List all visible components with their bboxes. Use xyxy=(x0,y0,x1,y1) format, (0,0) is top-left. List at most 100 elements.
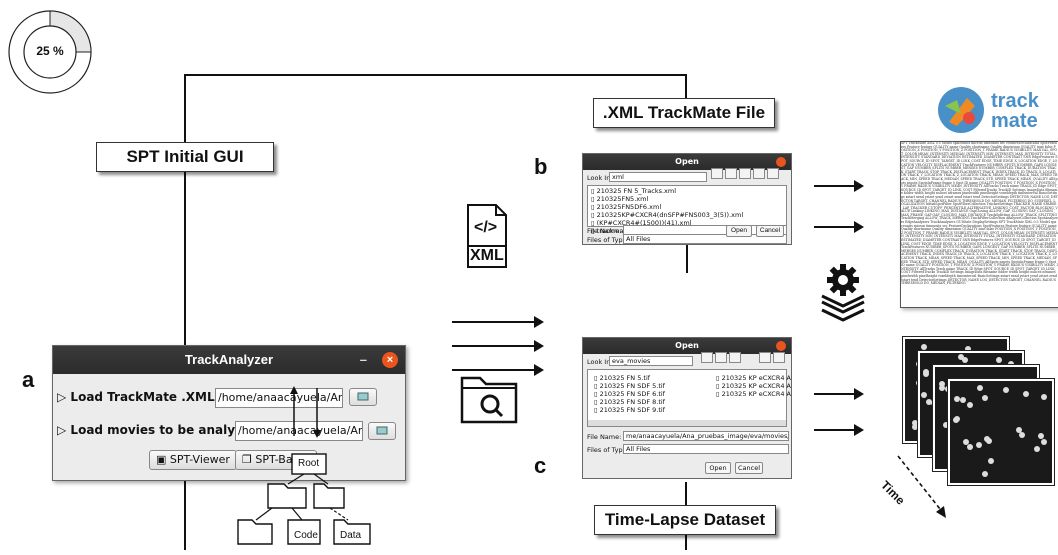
file-icon xyxy=(467,204,507,268)
file-item[interactable]: ▯ 210325FN5.xml xyxy=(591,195,649,203)
file-item[interactable]: ▯ 210325FN5DF6.xml xyxy=(591,203,662,211)
browse-xml-button[interactable] xyxy=(349,388,377,406)
cell-spot xyxy=(976,442,983,449)
cell-spot xyxy=(920,392,927,399)
cell-spot xyxy=(1041,393,1048,400)
cell-spot xyxy=(982,395,989,402)
file-item[interactable]: ▯ 210325KP#CXCR4(dnSFP#FNS003_3(5)).xml xyxy=(591,211,744,219)
details-view-icon[interactable] xyxy=(767,168,779,179)
trackmate-logo: track mate xyxy=(935,84,1047,136)
spt-viewer-button[interactable]: ▣ SPT-Viewer xyxy=(149,450,237,470)
close-icon[interactable] xyxy=(776,341,786,351)
file-item[interactable]: ▯ 210325 FN SDF 6.tif xyxy=(594,390,665,398)
trackanalyzer-titlebar: TrackAnalyzer – × xyxy=(53,346,405,374)
open-dialog-movies: Open Look In: eva_movies ▯ 210325 FN 5.t… xyxy=(582,337,792,479)
file-item[interactable]: ▯ 210325 FN 5.tif xyxy=(594,374,651,382)
files-type-select[interactable]: All Files xyxy=(623,444,789,454)
cell-spot xyxy=(943,422,950,429)
xml-file-icon: </> XML xyxy=(466,203,508,269)
top-connector xyxy=(184,74,687,76)
dialog-title: Open xyxy=(675,157,699,166)
file-item[interactable]: ▯ 210325 FN SDF 8.tif xyxy=(594,398,665,406)
file-item[interactable]: ▯ (KP#CXCR4#(1500))(41).xml xyxy=(591,219,692,227)
panel-a-letter: a xyxy=(22,367,35,392)
files-type-label: Files of Type: xyxy=(587,446,629,454)
horizontal-scrollbar[interactable] xyxy=(588,420,786,426)
cell-spot xyxy=(1018,432,1025,439)
flow-arrow xyxy=(814,388,864,400)
cell-spot xyxy=(1002,387,1009,394)
look-in-label: Look In: xyxy=(587,358,613,366)
trackanalyzer-window: TrackAnalyzer – × ▷ Load TrackMate .XML … xyxy=(52,345,406,481)
file-item[interactable]: ▯ 210325 KP eCXCR4 Ac xyxy=(716,374,792,382)
data-label: Data xyxy=(340,530,362,541)
browse-icon xyxy=(357,392,369,401)
list-view-icon[interactable] xyxy=(753,168,765,179)
close-button[interactable]: × xyxy=(382,352,398,368)
file-name-input[interactable]: me/anaacayuela/Ana_pruebas_image/eva/mov… xyxy=(623,431,789,441)
open-button[interactable]: Open xyxy=(726,225,752,237)
expand-arrow-icon[interactable]: ▷ xyxy=(57,423,67,437)
xml-text-document: SPT TrackMate XML 0.5 Model spaceunits m… xyxy=(900,141,1058,308)
window-title: TrackAnalyzer xyxy=(184,352,274,367)
look-in-select[interactable]: eva_movies xyxy=(609,356,693,366)
flow-arrow xyxy=(814,180,864,192)
cell-spot xyxy=(977,384,984,391)
new-folder-icon[interactable] xyxy=(739,168,751,179)
minimize-button[interactable]: – xyxy=(359,352,367,367)
cell-spot xyxy=(987,458,994,465)
cell-spot xyxy=(965,346,972,353)
folder-up-icon[interactable] xyxy=(701,352,713,363)
load-xml-label: Load TrackMate .XML file: xyxy=(70,390,245,404)
code-label: Code xyxy=(294,530,318,541)
cancel-button[interactable]: Cancel xyxy=(735,462,763,474)
expand-arrow-icon[interactable]: ▷ xyxy=(57,390,67,404)
home-icon[interactable] xyxy=(715,352,727,363)
panel-c-letter: c xyxy=(534,453,547,478)
code-symbol: </> xyxy=(474,219,498,236)
spt-gui-label: SPT Initial GUI xyxy=(96,142,274,172)
cell-spot xyxy=(953,416,960,423)
cell-spot xyxy=(1022,391,1029,398)
files-type-label: Files of Type: xyxy=(587,236,629,244)
close-icon[interactable] xyxy=(776,157,786,167)
cancel-button[interactable]: Cancel xyxy=(756,225,784,237)
folder-tree-diagram xyxy=(237,453,371,545)
list-view-icon[interactable] xyxy=(759,352,771,363)
folder-icon xyxy=(460,376,518,424)
folder-up-icon[interactable] xyxy=(711,168,723,179)
progress-indicator: 25 % xyxy=(7,9,93,95)
flow-arrow xyxy=(452,364,544,376)
cell-spot xyxy=(957,353,964,360)
cell-spot xyxy=(912,424,919,431)
cell-spot xyxy=(967,401,974,408)
left-connector-top xyxy=(184,74,186,346)
dialog-title: Open xyxy=(675,341,699,350)
file-item[interactable]: ▯ 210325 FN SDF 5.tif xyxy=(594,382,665,390)
cell-spot xyxy=(1037,432,1044,439)
look-in-select[interactable]: xml xyxy=(609,172,707,182)
cell-spot xyxy=(967,444,974,451)
cell-spot xyxy=(1040,439,1047,446)
gear-stack-icon xyxy=(821,264,865,322)
cell-spot xyxy=(954,395,961,402)
file-list: ▯ 210325 FN 5.tif▯ 210325 FN SDF 5.tif▯ … xyxy=(587,369,791,427)
open-button[interactable]: Open xyxy=(705,462,731,474)
cell-spot xyxy=(1015,427,1022,434)
flow-arrow xyxy=(452,316,544,328)
file-name-label: File Name: xyxy=(587,433,622,441)
new-folder-icon[interactable] xyxy=(729,352,741,363)
root-label: Root xyxy=(298,458,320,469)
details-view-icon[interactable] xyxy=(773,352,785,363)
file-item[interactable]: ▯ 210325 FN 5_Tracks.xml xyxy=(591,187,677,195)
movies-path-input[interactable]: /home/anaacayuela/Ana_p xyxy=(235,421,363,441)
file-item[interactable]: ▯ 210325 KP eCXCR4 Ac xyxy=(716,382,792,390)
progress-ring xyxy=(8,10,92,94)
files-type-select[interactable]: All Files xyxy=(623,234,787,244)
processing-gear-icon xyxy=(818,262,868,326)
xml-path-input[interactable]: /home/anaacayuela/Ana_p xyxy=(215,388,343,408)
browse-movies-button[interactable] xyxy=(368,422,396,440)
file-item[interactable]: ▯ 210325 KP eCXCR4 Ac xyxy=(716,390,792,398)
home-icon[interactable] xyxy=(725,168,737,179)
file-item[interactable]: ▯ 210325 FN SDF 9.tif xyxy=(594,406,665,414)
